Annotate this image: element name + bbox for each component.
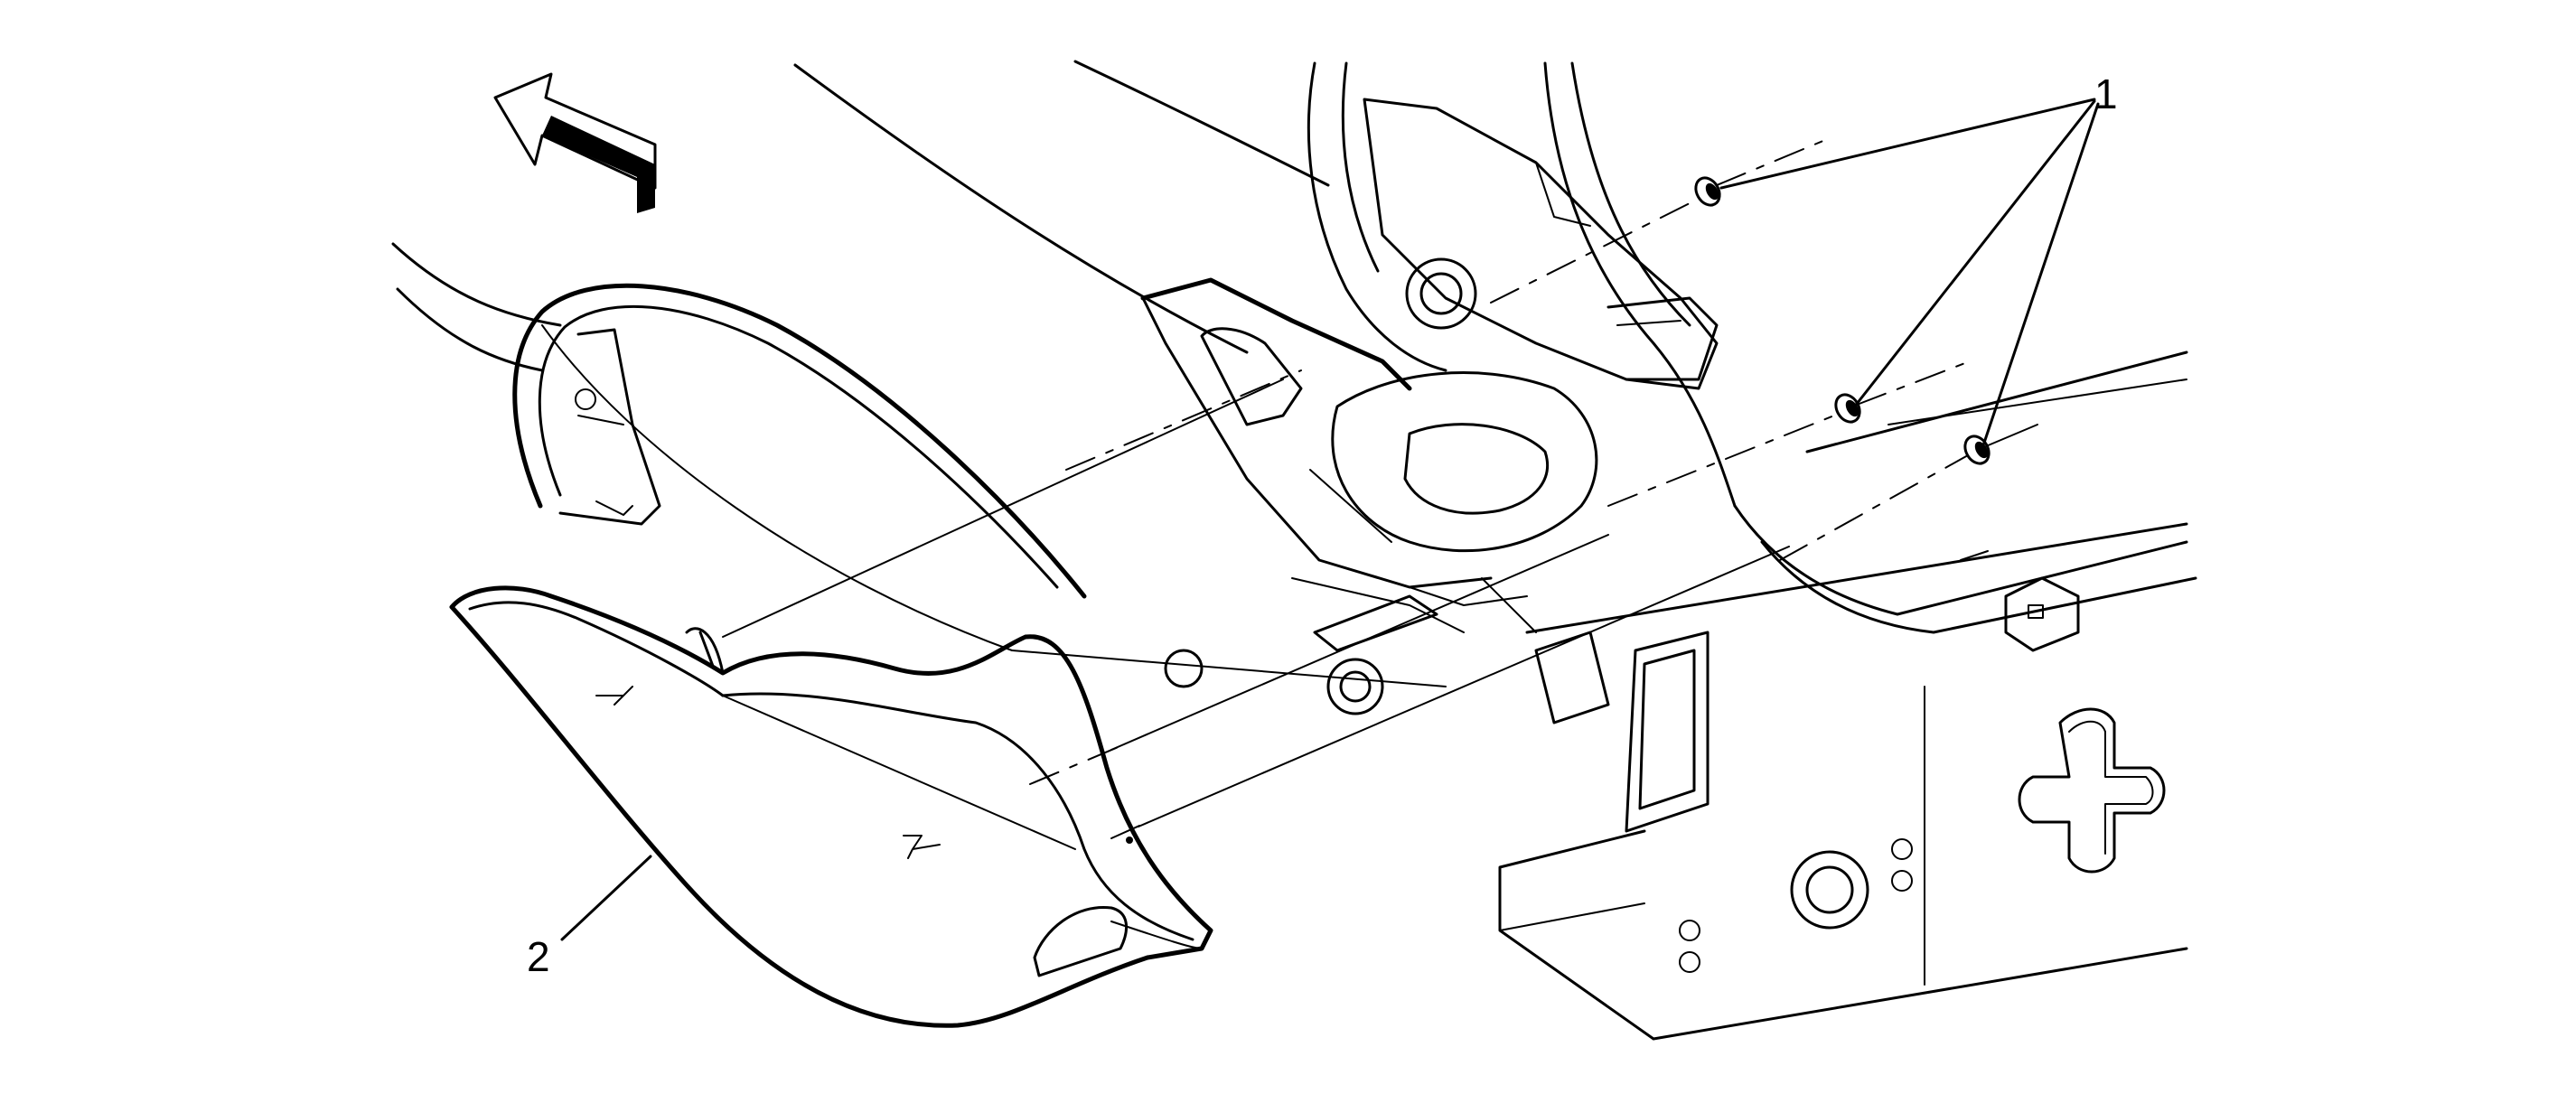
forward-direction-arrow-icon: [493, 72, 657, 213]
callout-2-label: 2: [527, 933, 550, 980]
fastener-1b: [1834, 393, 1861, 424]
fastener-1a: [1694, 176, 1721, 207]
alignment-lines: [722, 369, 1790, 839]
taillamp-pocket: [1140, 277, 1598, 652]
callout-2: 2: [527, 855, 652, 980]
taillamp-assembly-part-2: [449, 585, 1213, 1028]
d-pillar-structure: [1307, 61, 1737, 508]
body-panel-outline: [391, 60, 1447, 687]
wheelhouse-arch: [512, 283, 1087, 599]
callout-1-label: 1: [2094, 70, 2118, 117]
fastener-1c: [1963, 435, 1991, 465]
rear-body-panel: [1164, 351, 2197, 1041]
callout-1: 1: [1719, 70, 2118, 447]
